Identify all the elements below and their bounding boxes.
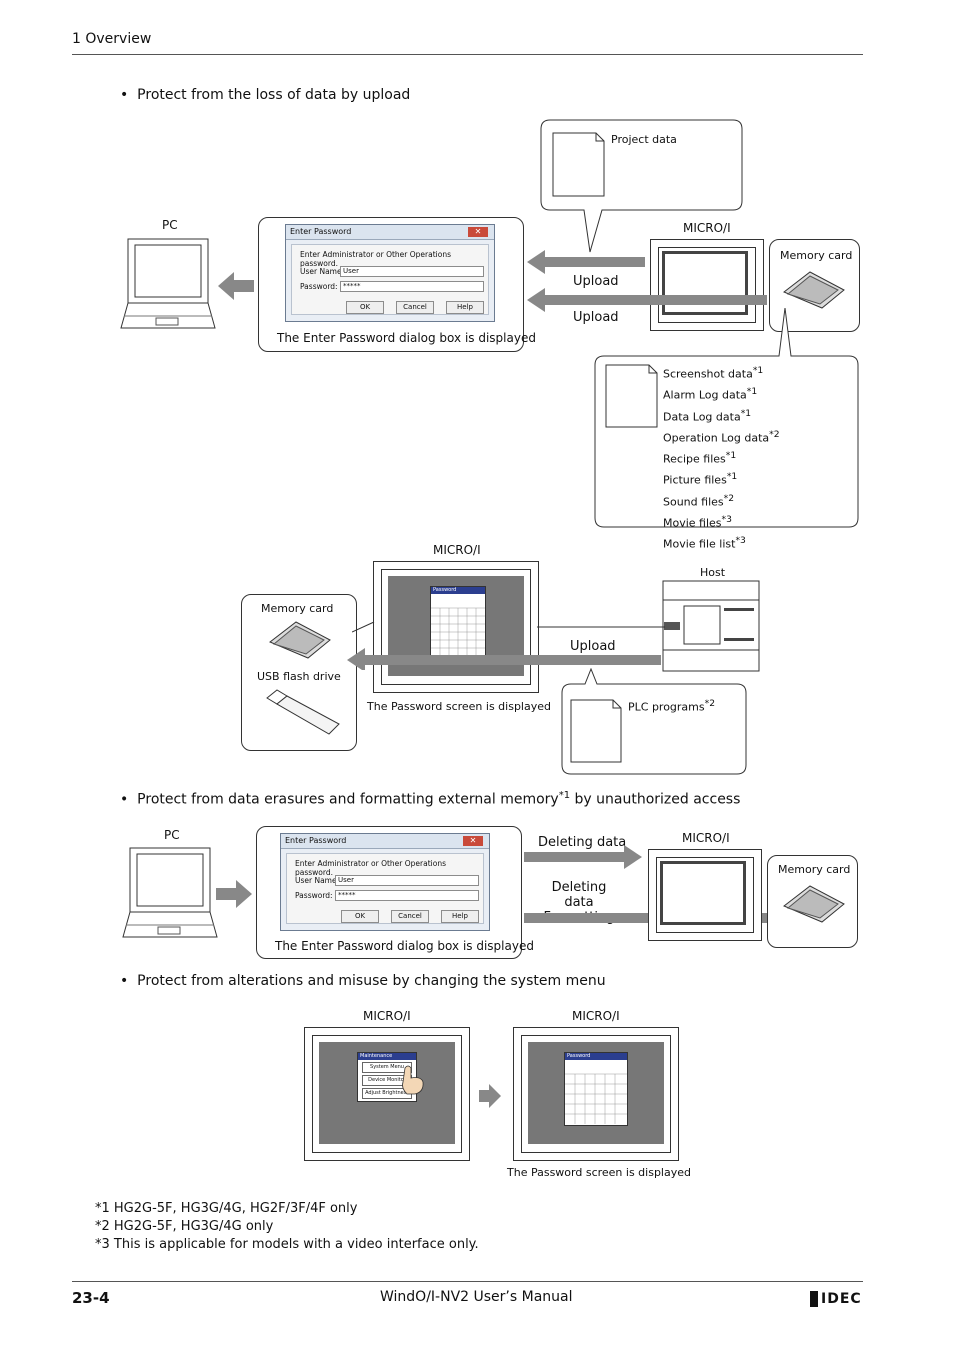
cancel-button[interactable]: Cancel <box>396 301 434 314</box>
enter-password-dialog: Enter Password ✕ Enter Administrator or … <box>285 224 495 322</box>
password-screen: Password <box>430 586 486 658</box>
password-input[interactable]: ***** <box>340 281 484 292</box>
pc-label-2: PC <box>164 828 180 842</box>
dialog-caption-2: The Enter Password dialog box is display… <box>275 939 534 953</box>
memory-card-label: Memory card <box>780 249 853 262</box>
password-label: Password: <box>300 282 338 291</box>
ok-button[interactable]: OK <box>346 301 384 314</box>
file-item: Alarm Log data*1 <box>663 386 758 402</box>
maintenance-title: Maintenance <box>358 1053 416 1060</box>
file-list: Screenshot data*1 Alarm Log data*1 Data … <box>663 362 780 553</box>
memory-card-icon <box>269 621 331 659</box>
cancel-button[interactable]: Cancel <box>391 910 429 923</box>
upload-label-1: Upload <box>573 274 619 289</box>
dialog-caption: The Enter Password dialog box is display… <box>277 331 536 345</box>
micro-i-device-4: Maintenance System Menu Device Monitor A… <box>304 1027 470 1161</box>
enter-password-dialog-2: Enter Password ✕ Enter Administrator or … <box>280 833 490 931</box>
dialog-title: Enter Password <box>286 225 494 240</box>
footnote-3: *3 This is applicable for models with a … <box>95 1237 479 1252</box>
laptop-icon <box>120 238 216 329</box>
file-item: Recipe files*1 <box>663 450 737 466</box>
password-screen-caption: The Password screen is displayed <box>367 700 551 713</box>
user-name-select[interactable]: User <box>340 266 484 277</box>
file-list-callout <box>594 307 859 528</box>
password-screen: Password <box>564 1052 628 1126</box>
memory-card-icon <box>783 885 845 923</box>
bullet-system-menu: • Protect from alterations and misuse by… <box>120 973 606 989</box>
section-title: 1 Overview <box>72 31 152 47</box>
maintenance-menu: Maintenance System Menu Device Monitor A… <box>357 1052 417 1102</box>
arrow-right-icon <box>216 880 252 908</box>
file-item: Movie file list*3 <box>663 535 746 551</box>
help-button[interactable]: Help <box>446 301 484 314</box>
password-screen-title: Password <box>431 587 485 594</box>
dialog-prompt: Enter Administrator or Other Operations … <box>295 859 446 877</box>
manual-title: WindO/I-NV2 User’s Manual <box>380 1289 573 1305</box>
upload-label-3: Upload <box>570 639 616 654</box>
user-name-label: User Name: <box>295 876 340 885</box>
password-label: Password: <box>295 891 333 900</box>
laptop-icon <box>122 847 218 938</box>
micro-label-3: MICRO/I <box>682 831 730 845</box>
footnote-2: *2 HG2G-5F, HG3G/4G only <box>95 1219 274 1234</box>
plc-programs-label: PLC programs*2 <box>628 698 716 714</box>
upload-arrow-2 <box>347 626 665 670</box>
system-menu-item[interactable]: System Menu <box>362 1062 412 1073</box>
bullet-upload: • Protect from the loss of data by uploa… <box>120 87 411 103</box>
password-screen-title: Password <box>565 1053 627 1060</box>
connector-line <box>352 621 375 633</box>
hand-pointer-icon <box>402 1065 424 1095</box>
upload-arrows <box>527 250 767 312</box>
upload-label-2: Upload <box>573 310 619 325</box>
help-button[interactable]: Help <box>441 910 479 923</box>
idec-logo: IDEC <box>810 1290 862 1308</box>
plc-host-icon <box>662 580 760 672</box>
plc-callout <box>561 668 747 775</box>
arrow-right-icon <box>479 1084 501 1108</box>
memory-card-label-2: Memory card <box>261 602 334 615</box>
memory-card-icon <box>783 271 845 309</box>
file-item: Sound files*2 <box>663 492 735 509</box>
footer-rule <box>72 1281 863 1282</box>
password-input[interactable]: ***** <box>335 890 479 901</box>
file-item: Picture files*1 <box>663 471 738 487</box>
micro-label-4: MICRO/I <box>363 1009 411 1023</box>
arrow-left-icon <box>218 272 254 300</box>
user-name-select[interactable]: User <box>335 875 479 886</box>
header-rule <box>72 54 863 55</box>
usb-label: USB flash drive <box>257 670 341 683</box>
usb-drive-icon <box>266 689 340 735</box>
ok-button[interactable]: OK <box>341 910 379 923</box>
host-label: Host <box>700 566 726 579</box>
micro-label-2: MICRO/I <box>433 543 481 557</box>
bullet-erasure: • Protect from data erasures and formatt… <box>120 790 741 808</box>
footnote-1: *1 HG2G-5F, HG3G/4G, HG2F/3F/4F only <box>95 1201 358 1216</box>
file-item: Operation Log data*2 <box>663 428 780 445</box>
micro-label-5: MICRO/I <box>572 1009 620 1023</box>
micro-i-device-5: Password <box>513 1027 679 1161</box>
micro-label: MICRO/I <box>683 221 731 235</box>
close-icon[interactable]: ✕ <box>468 227 488 237</box>
project-data-callout <box>540 119 743 253</box>
close-icon[interactable]: ✕ <box>463 836 483 846</box>
memory-card-label-3: Memory card <box>778 863 851 876</box>
user-name-label: User Name: <box>300 267 345 276</box>
page-number: 23-4 <box>72 1289 110 1307</box>
deleting-label: Deleting data <box>538 835 627 850</box>
project-data-label: Project data <box>611 133 677 146</box>
file-item: Screenshot data*1 <box>663 365 764 381</box>
password-screen-caption-2: The Password screen is displayed <box>507 1166 691 1179</box>
pc-label: PC <box>162 218 178 232</box>
dialog-prompt: Enter Administrator or Other Operations … <box>300 250 451 268</box>
dialog-title: Enter Password <box>281 834 489 849</box>
file-item: Movie files*3 <box>663 513 732 530</box>
file-item: Data Log data*1 <box>663 407 752 424</box>
micro-i-device-3 <box>648 849 762 941</box>
